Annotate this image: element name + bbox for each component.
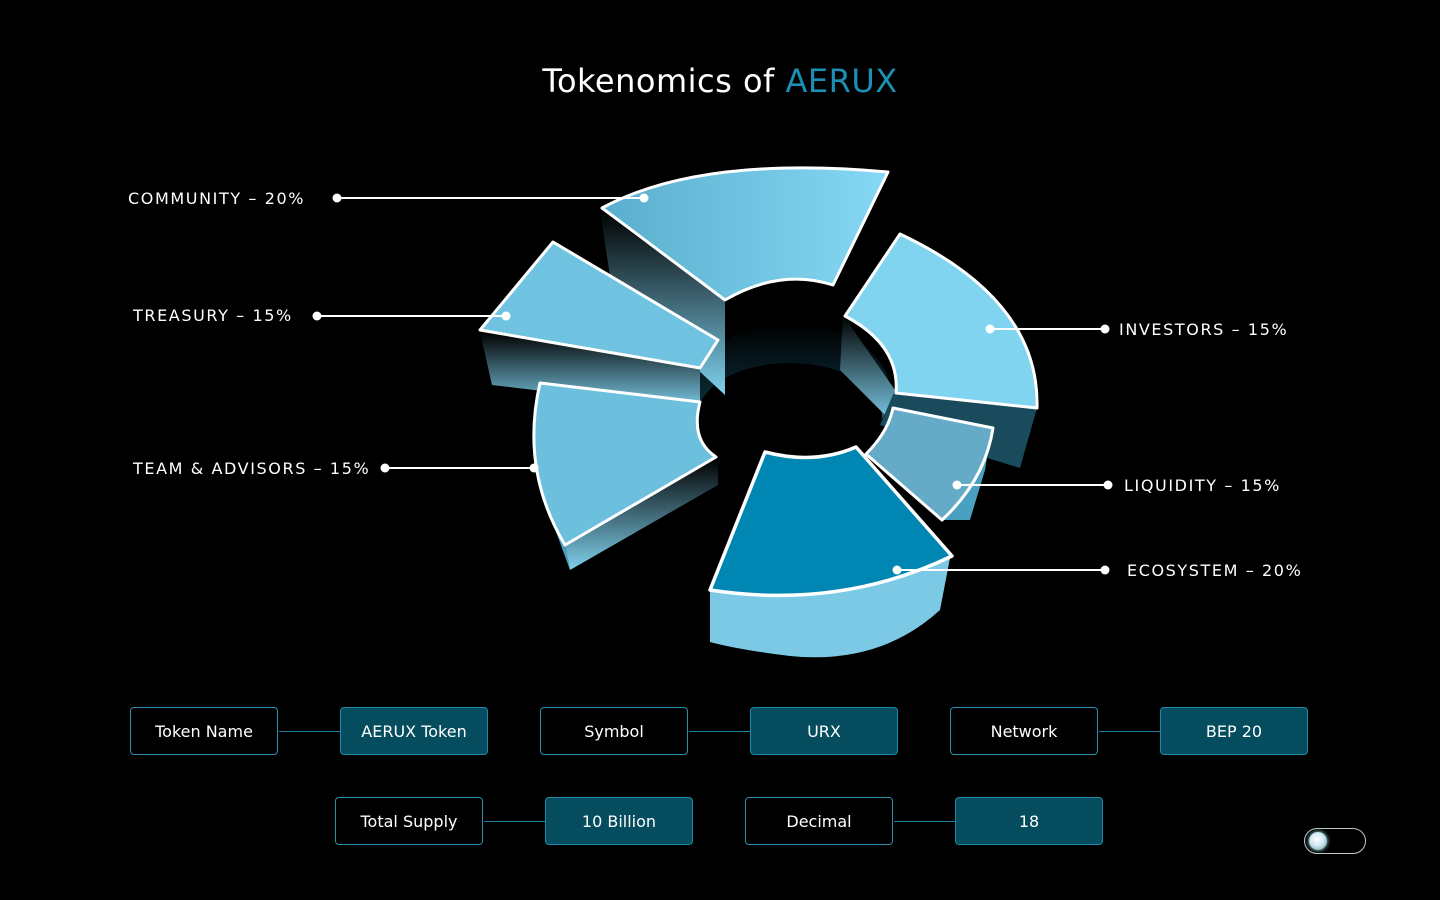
ecosystem-slice-side (710, 558, 950, 658)
network-value: BEP 20 (1160, 707, 1308, 755)
title-accent: AERUX (785, 62, 898, 100)
connector (484, 821, 545, 822)
slice-treasury (478, 240, 720, 370)
toggle-knob-icon (1309, 832, 1327, 850)
slice-liquidity (864, 406, 995, 522)
page-title: Tokenomics of AERUX (0, 62, 1440, 100)
label-liquidity: LIQUIDITY – 15% (1124, 476, 1281, 495)
token-name-value: AERUX Token (340, 707, 488, 755)
label-ecosystem: ECOSYSTEM – 20% (1127, 561, 1302, 580)
connector (279, 731, 340, 732)
label-community: COMMUNITY – 20% (128, 189, 305, 208)
decimal-value: 18 (955, 797, 1103, 845)
slice-ecosystem (708, 445, 954, 598)
title-prefix: Tokenomics of (542, 62, 786, 100)
network-key: Network (950, 707, 1098, 755)
slice-investors (843, 232, 1039, 410)
decimal-key: Decimal (745, 797, 893, 845)
connector (894, 821, 955, 822)
symbol-key: Symbol (540, 707, 688, 755)
connector (1099, 731, 1160, 732)
theme-toggle-switch[interactable] (1304, 828, 1366, 854)
connector (689, 731, 750, 732)
label-team-advisors: TEAM & ADVISORS – 15% (132, 459, 370, 478)
symbol-value: URX (750, 707, 898, 755)
total-supply-key: Total Supply (335, 797, 483, 845)
label-investors: INVESTORS – 15% (1119, 320, 1288, 339)
tokenomics-donut-chart: COMMUNITY – 20% TREASURY – 15% TEAM & AD… (128, 166, 1302, 658)
token-name-key: Token Name (130, 707, 278, 755)
slice-community (600, 166, 890, 302)
slice-team-advisors (532, 381, 718, 547)
label-treasury: TREASURY – 15% (132, 306, 293, 325)
total-supply-value: 10 Billion (545, 797, 693, 845)
